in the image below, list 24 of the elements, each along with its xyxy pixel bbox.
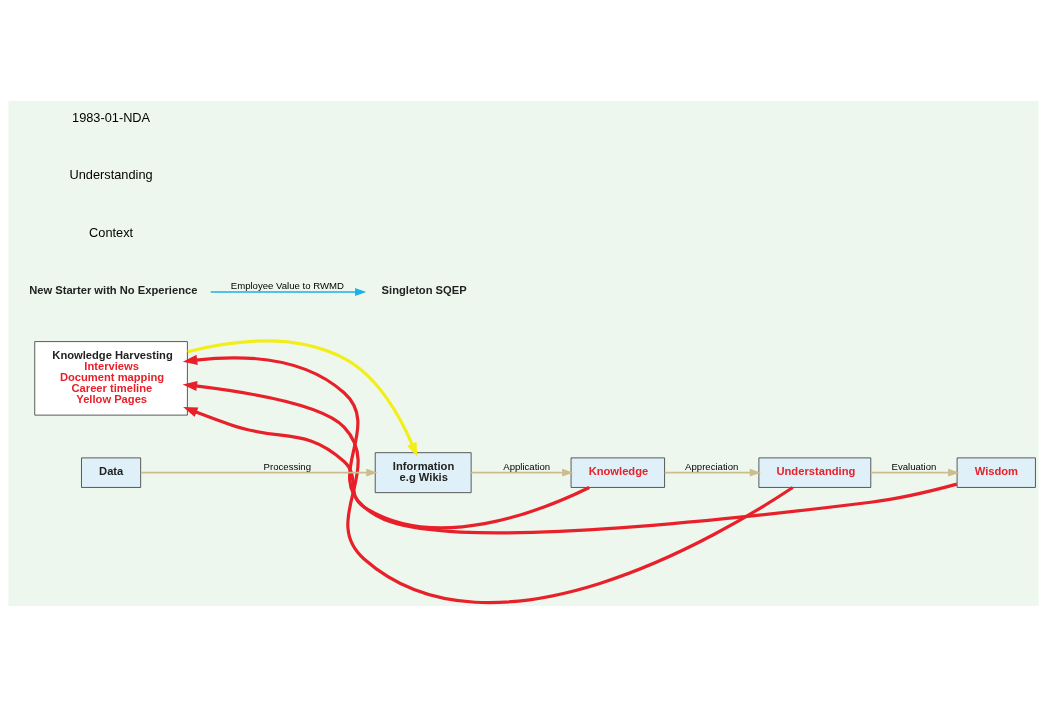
node-text: Singleton SQEP <box>381 283 467 296</box>
edge-label: Employee Value to RWMD <box>230 279 344 291</box>
node-box: Information e.g Wikis <box>374 451 472 493</box>
arrow <box>183 406 590 529</box>
node-box: Wisdom <box>956 457 1036 488</box>
arrow <box>870 468 960 477</box>
node-box: Data <box>81 457 142 488</box>
node-text: New Starter with No Experience <box>29 283 198 296</box>
edge-label: Application <box>503 460 551 472</box>
arrow <box>470 468 574 477</box>
arrow <box>140 468 378 477</box>
label: 1983-01-NDA <box>72 109 151 125</box>
node-box: Understanding <box>758 457 872 488</box>
edge-label: Processing <box>263 460 312 472</box>
node-box: Knowledge <box>570 457 665 488</box>
edge-label: Appreciation <box>685 460 739 472</box>
arrow <box>182 354 958 534</box>
label: Understanding <box>69 166 153 182</box>
arrow <box>209 287 367 296</box>
node-box: Knowledge Harvesting Interviews Document mapping Career timeline Yellow Pages <box>34 340 188 415</box>
label: Context <box>89 224 134 240</box>
edge-label: Evaluation <box>891 460 937 472</box>
arrow <box>663 468 761 477</box>
arrow <box>187 339 418 457</box>
